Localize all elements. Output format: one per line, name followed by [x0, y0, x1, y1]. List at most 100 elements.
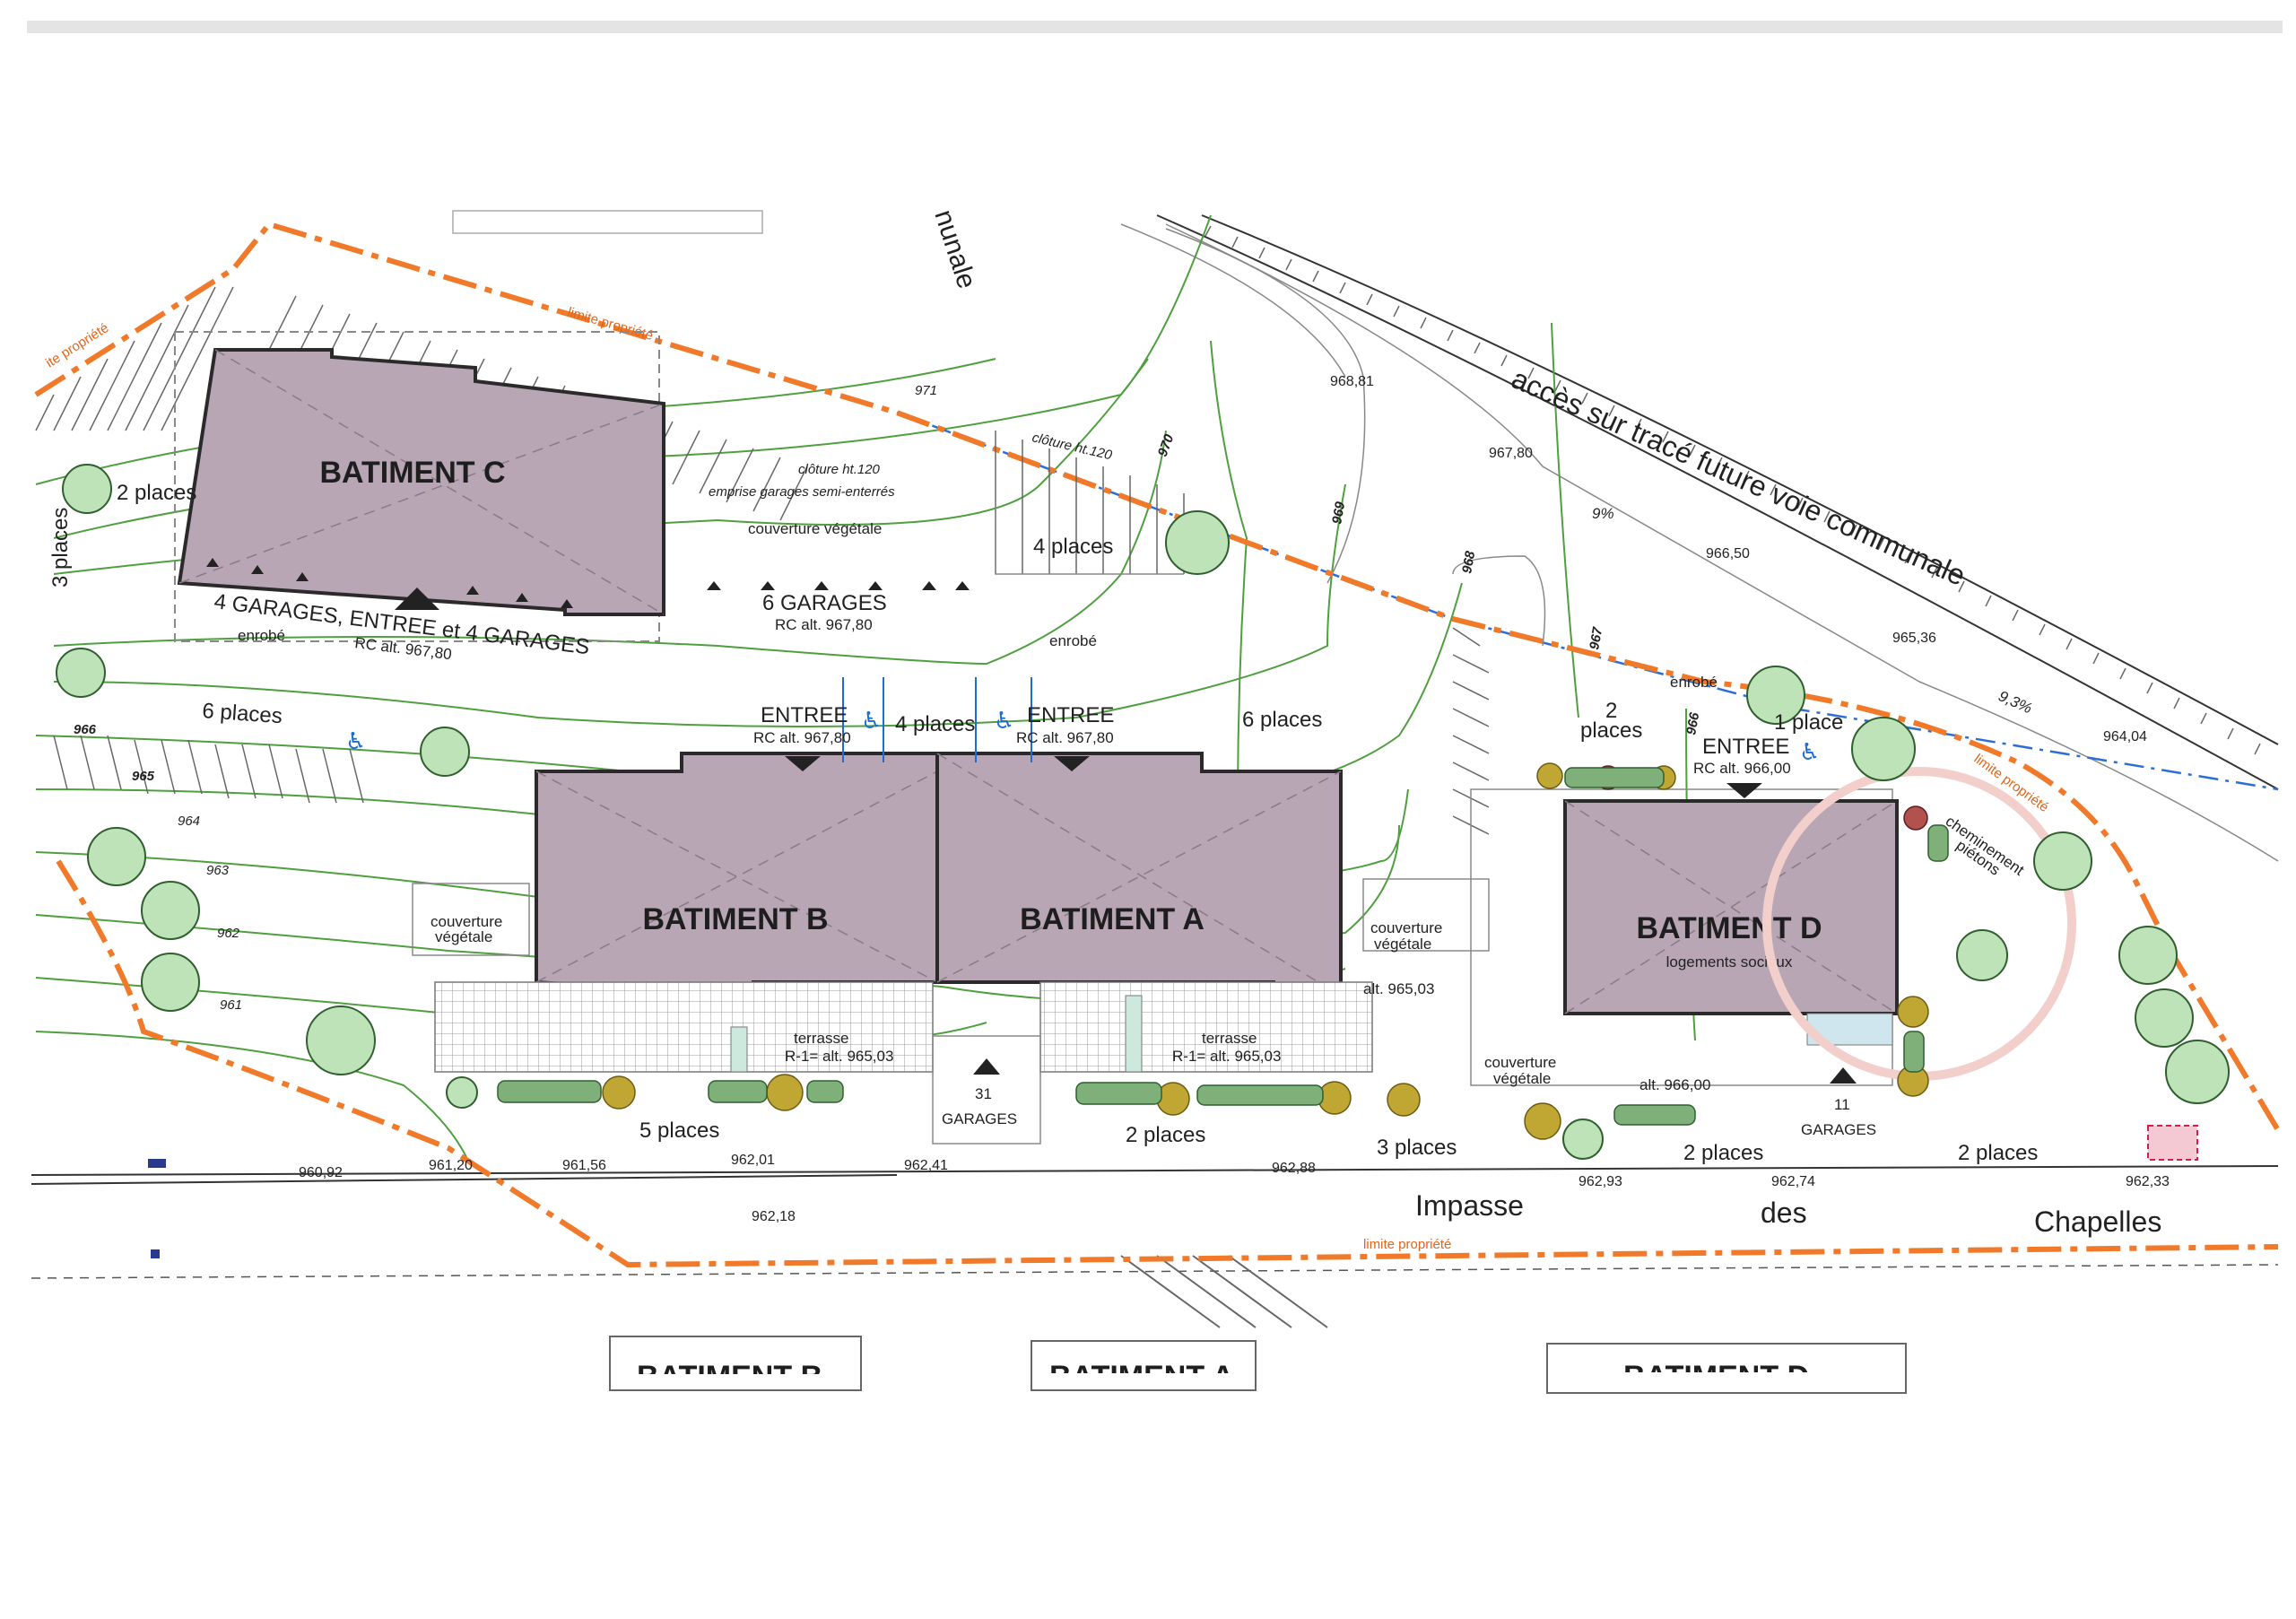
building-b-label: BATIMENT B [642, 902, 828, 936]
accessible-icon: ♿ [345, 728, 366, 755]
parking-hatching-right [1452, 627, 1490, 835]
spot-962-33: 962,33 [2126, 1174, 2170, 1189]
parking-2-places-right-1: 2 places [1683, 1141, 1763, 1165]
enrobe-label-2: enrobé [238, 627, 285, 644]
contour-961: 961 [220, 997, 242, 1013]
contour-968: 968 [1459, 549, 1478, 574]
svg-text:BATIMENT D: BATIMENT D [1623, 1360, 1809, 1394]
road-fragment-label: nunale [928, 206, 981, 292]
enrobe-label-1: enrobé [1049, 632, 1097, 649]
accessible-icon: ♿ [994, 708, 1014, 735]
couverture-label-2a: couverture [430, 913, 502, 930]
couverture-label-2b: végétale [435, 928, 492, 945]
svg-text:BATIMENT A: BATIMENT A [1049, 1360, 1234, 1394]
bottom-cut-d: BATIMENT D [1623, 1360, 1809, 1394]
parking-2-places-center: 2 places [1126, 1123, 1205, 1147]
garages-six-alt: RC alt. 967,80 [775, 616, 873, 633]
couverture-label-4a: couverture [1484, 1054, 1556, 1071]
spot-964-04: 964,04 [2103, 729, 2147, 744]
accessible-icon: ♿ [861, 708, 882, 735]
couverture-label-4b: végétale [1493, 1070, 1551, 1087]
trees [56, 464, 2230, 1160]
contour-965: 965 [132, 769, 155, 784]
ramp-outline [1452, 555, 1546, 647]
contour-969: 969 [1329, 500, 1348, 525]
building-b: BATIMENT B [535, 752, 939, 998]
upper-access-road [896, 214, 2279, 862]
spot-962-93: 962,93 [1578, 1174, 1622, 1189]
entrance-d-alt: RC alt. 966,00 [1693, 760, 1791, 777]
bottom-cut-b: BATIMENT B [637, 1360, 822, 1394]
parking-1-place: 1 place [1774, 710, 1843, 735]
spot-965-36: 965,36 [1892, 631, 1936, 646]
building-d-label: BATIMENT D [1636, 911, 1822, 945]
entrance-a-alt: RC alt. 967,80 [1016, 729, 1114, 746]
alt-d-label: alt. 966,00 [1639, 1076, 1710, 1093]
parking-2-places-right-2: 2 places [1958, 1141, 2038, 1165]
enrobe-label-3: enrobé [1670, 674, 1718, 691]
shrubs [497, 762, 1949, 1140]
property-limit-line [34, 221, 2281, 1268]
parking-4-places-top: 4 places [1033, 535, 1113, 559]
bin-area [2147, 1125, 2198, 1161]
contour-971: 971 [915, 383, 937, 398]
parking-hatching-left [53, 735, 364, 804]
impasse-label-3: Chapelles [2034, 1206, 2161, 1238]
spot-962-88: 962,88 [1272, 1161, 1316, 1176]
terrasse-a-alt: R-1= alt. 965,03 [1172, 1048, 1281, 1065]
bottom-cut-a: BATIMENT A [1049, 1360, 1234, 1394]
cloture-label-1: clôture ht.120 [798, 462, 881, 477]
parking-3-places: 3 places [48, 508, 73, 588]
couverture-label-3b: végétale [1374, 936, 1431, 953]
garages-31-label: GARAGES [942, 1110, 1017, 1127]
bottom-cut-outlines [452, 210, 1907, 1394]
garages-11-number: 11 [1834, 1096, 1850, 1113]
contour-964: 964 [178, 814, 200, 829]
building-c-label: BATIMENT C [319, 456, 505, 490]
spot-962-01: 962,01 [731, 1153, 775, 1168]
spot-966-50: 966,50 [1706, 546, 1750, 561]
parking-4-places-outline [995, 502, 1184, 575]
spot-962-74: 962,74 [1771, 1174, 1815, 1189]
parking-3-places-center: 3 places [1377, 1136, 1457, 1160]
accessible-icon: ♿ [1799, 739, 1820, 766]
building-d: BATIMENT D logements sociaux [1470, 783, 1899, 1086]
contour-966-left: 966 [74, 722, 97, 737]
parking-2-places: 2 places [117, 481, 196, 505]
entrance-b-label: ENTREE [761, 703, 848, 727]
spot-967-80: 967,80 [1489, 446, 1533, 461]
spot-962-41: 962,41 [904, 1158, 948, 1173]
parking-4-places-mid: 4 places [895, 712, 975, 736]
entrance-a-label: ENTREE [1027, 703, 1114, 727]
building-c: BATIMENT C [174, 331, 665, 642]
spot-962-18: 962,18 [752, 1209, 796, 1224]
limit-label-2: ite propriété [43, 320, 111, 370]
parking-5-places: 5 places [639, 1119, 719, 1143]
building-d-sublabel: logements sociaux [1666, 953, 1793, 971]
accessible-icons: ♿ ♿ ♿ ♿ [345, 677, 1820, 766]
garages-11-label: GARAGES [1801, 1121, 1876, 1138]
parking-6-places-right: 6 places [1242, 708, 1322, 732]
spot-960-92: 960,92 [299, 1165, 343, 1180]
contour-966-right: 966 [1683, 710, 1702, 736]
impasse-label-2: des [1761, 1197, 1807, 1229]
building-a: BATIMENT A [935, 752, 1343, 997]
slope-1: 9% [1592, 505, 1614, 522]
cloture-label-2: clôture ht.120 [1031, 430, 1114, 463]
entrance-b-alt: RC alt. 967,80 [753, 729, 851, 746]
parking-2-places-d-number: 2 [1605, 699, 1617, 723]
contour-970: 970 [1155, 431, 1178, 458]
building-a-label: BATIMENT A [1020, 902, 1205, 936]
garage-markers-six [707, 581, 970, 590]
limit-label-1: limite propriété [566, 305, 655, 344]
parking-2-places-d-label: places [1580, 718, 1642, 743]
spot-968-81: 968,81 [1330, 374, 1374, 389]
impasse-label-1: Impasse [1415, 1189, 1524, 1222]
limit-label-4: limite propriété [1363, 1237, 1451, 1252]
spot-961-20: 961,20 [429, 1158, 473, 1173]
impasse-road [30, 1159, 2279, 1279]
contour-963: 963 [206, 863, 230, 878]
svg-text:BATIMENT B: BATIMENT B [637, 1360, 822, 1394]
emprise-label: emprise garages semi-enterrés [709, 484, 895, 500]
